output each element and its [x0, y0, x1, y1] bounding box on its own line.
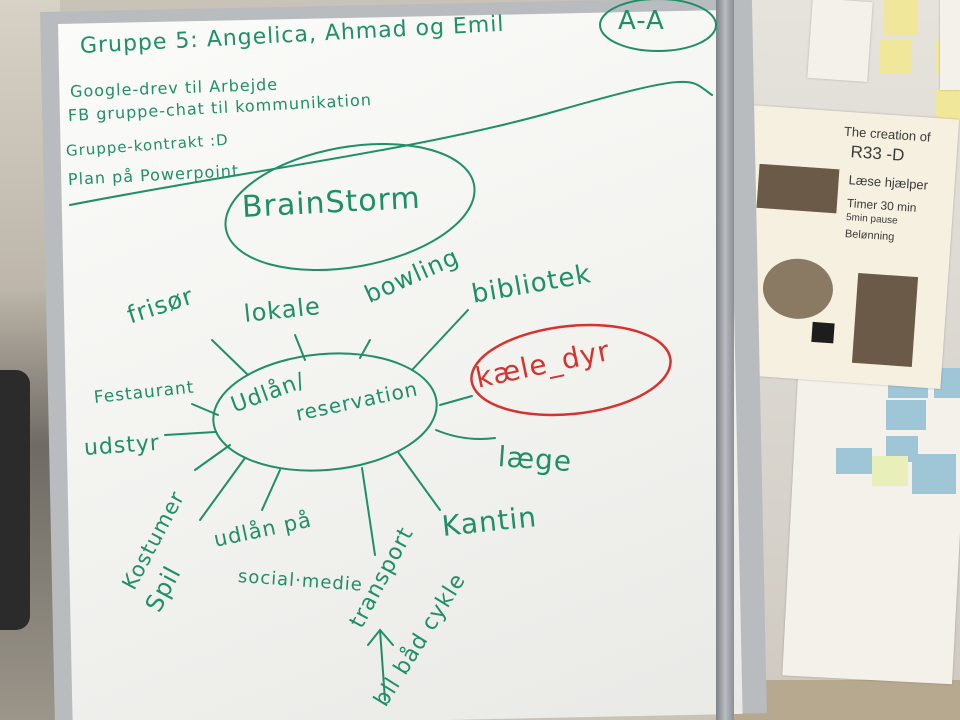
wall-paper-side	[940, 0, 960, 90]
spoke	[435, 429, 496, 440]
spoke	[411, 309, 469, 371]
sticky-note	[880, 40, 912, 74]
spoke	[164, 431, 216, 436]
branch-label: læge	[496, 440, 574, 479]
sticky-note-blue	[912, 454, 956, 494]
whiteboard-edge	[716, 0, 734, 720]
brainstorm-ellipse	[224, 142, 476, 272]
highlight-ellipse	[470, 323, 672, 417]
sticky-note-blue	[836, 448, 872, 474]
spoke	[439, 395, 473, 406]
spoke	[199, 457, 246, 521]
spoke	[359, 339, 371, 359]
sticky-note	[872, 456, 908, 486]
office-chair	[0, 370, 30, 630]
arrow-shaft	[379, 629, 386, 701]
spoke	[294, 334, 306, 361]
spoke	[191, 403, 219, 416]
sticky-note	[884, 0, 918, 36]
spoke	[211, 339, 249, 376]
spoke	[261, 469, 281, 511]
sticky-note-blue	[886, 400, 926, 430]
spoke	[361, 467, 376, 556]
underline-curve	[69, 80, 713, 206]
spoke	[194, 444, 231, 471]
arrow-head	[367, 628, 394, 646]
branch-label: udstyr	[83, 430, 161, 461]
sticky-note	[936, 90, 960, 120]
badge-ellipse	[599, 0, 717, 52]
spoke	[397, 451, 441, 511]
center-ellipse	[212, 352, 438, 472]
badge-text: A-A	[618, 6, 665, 36]
